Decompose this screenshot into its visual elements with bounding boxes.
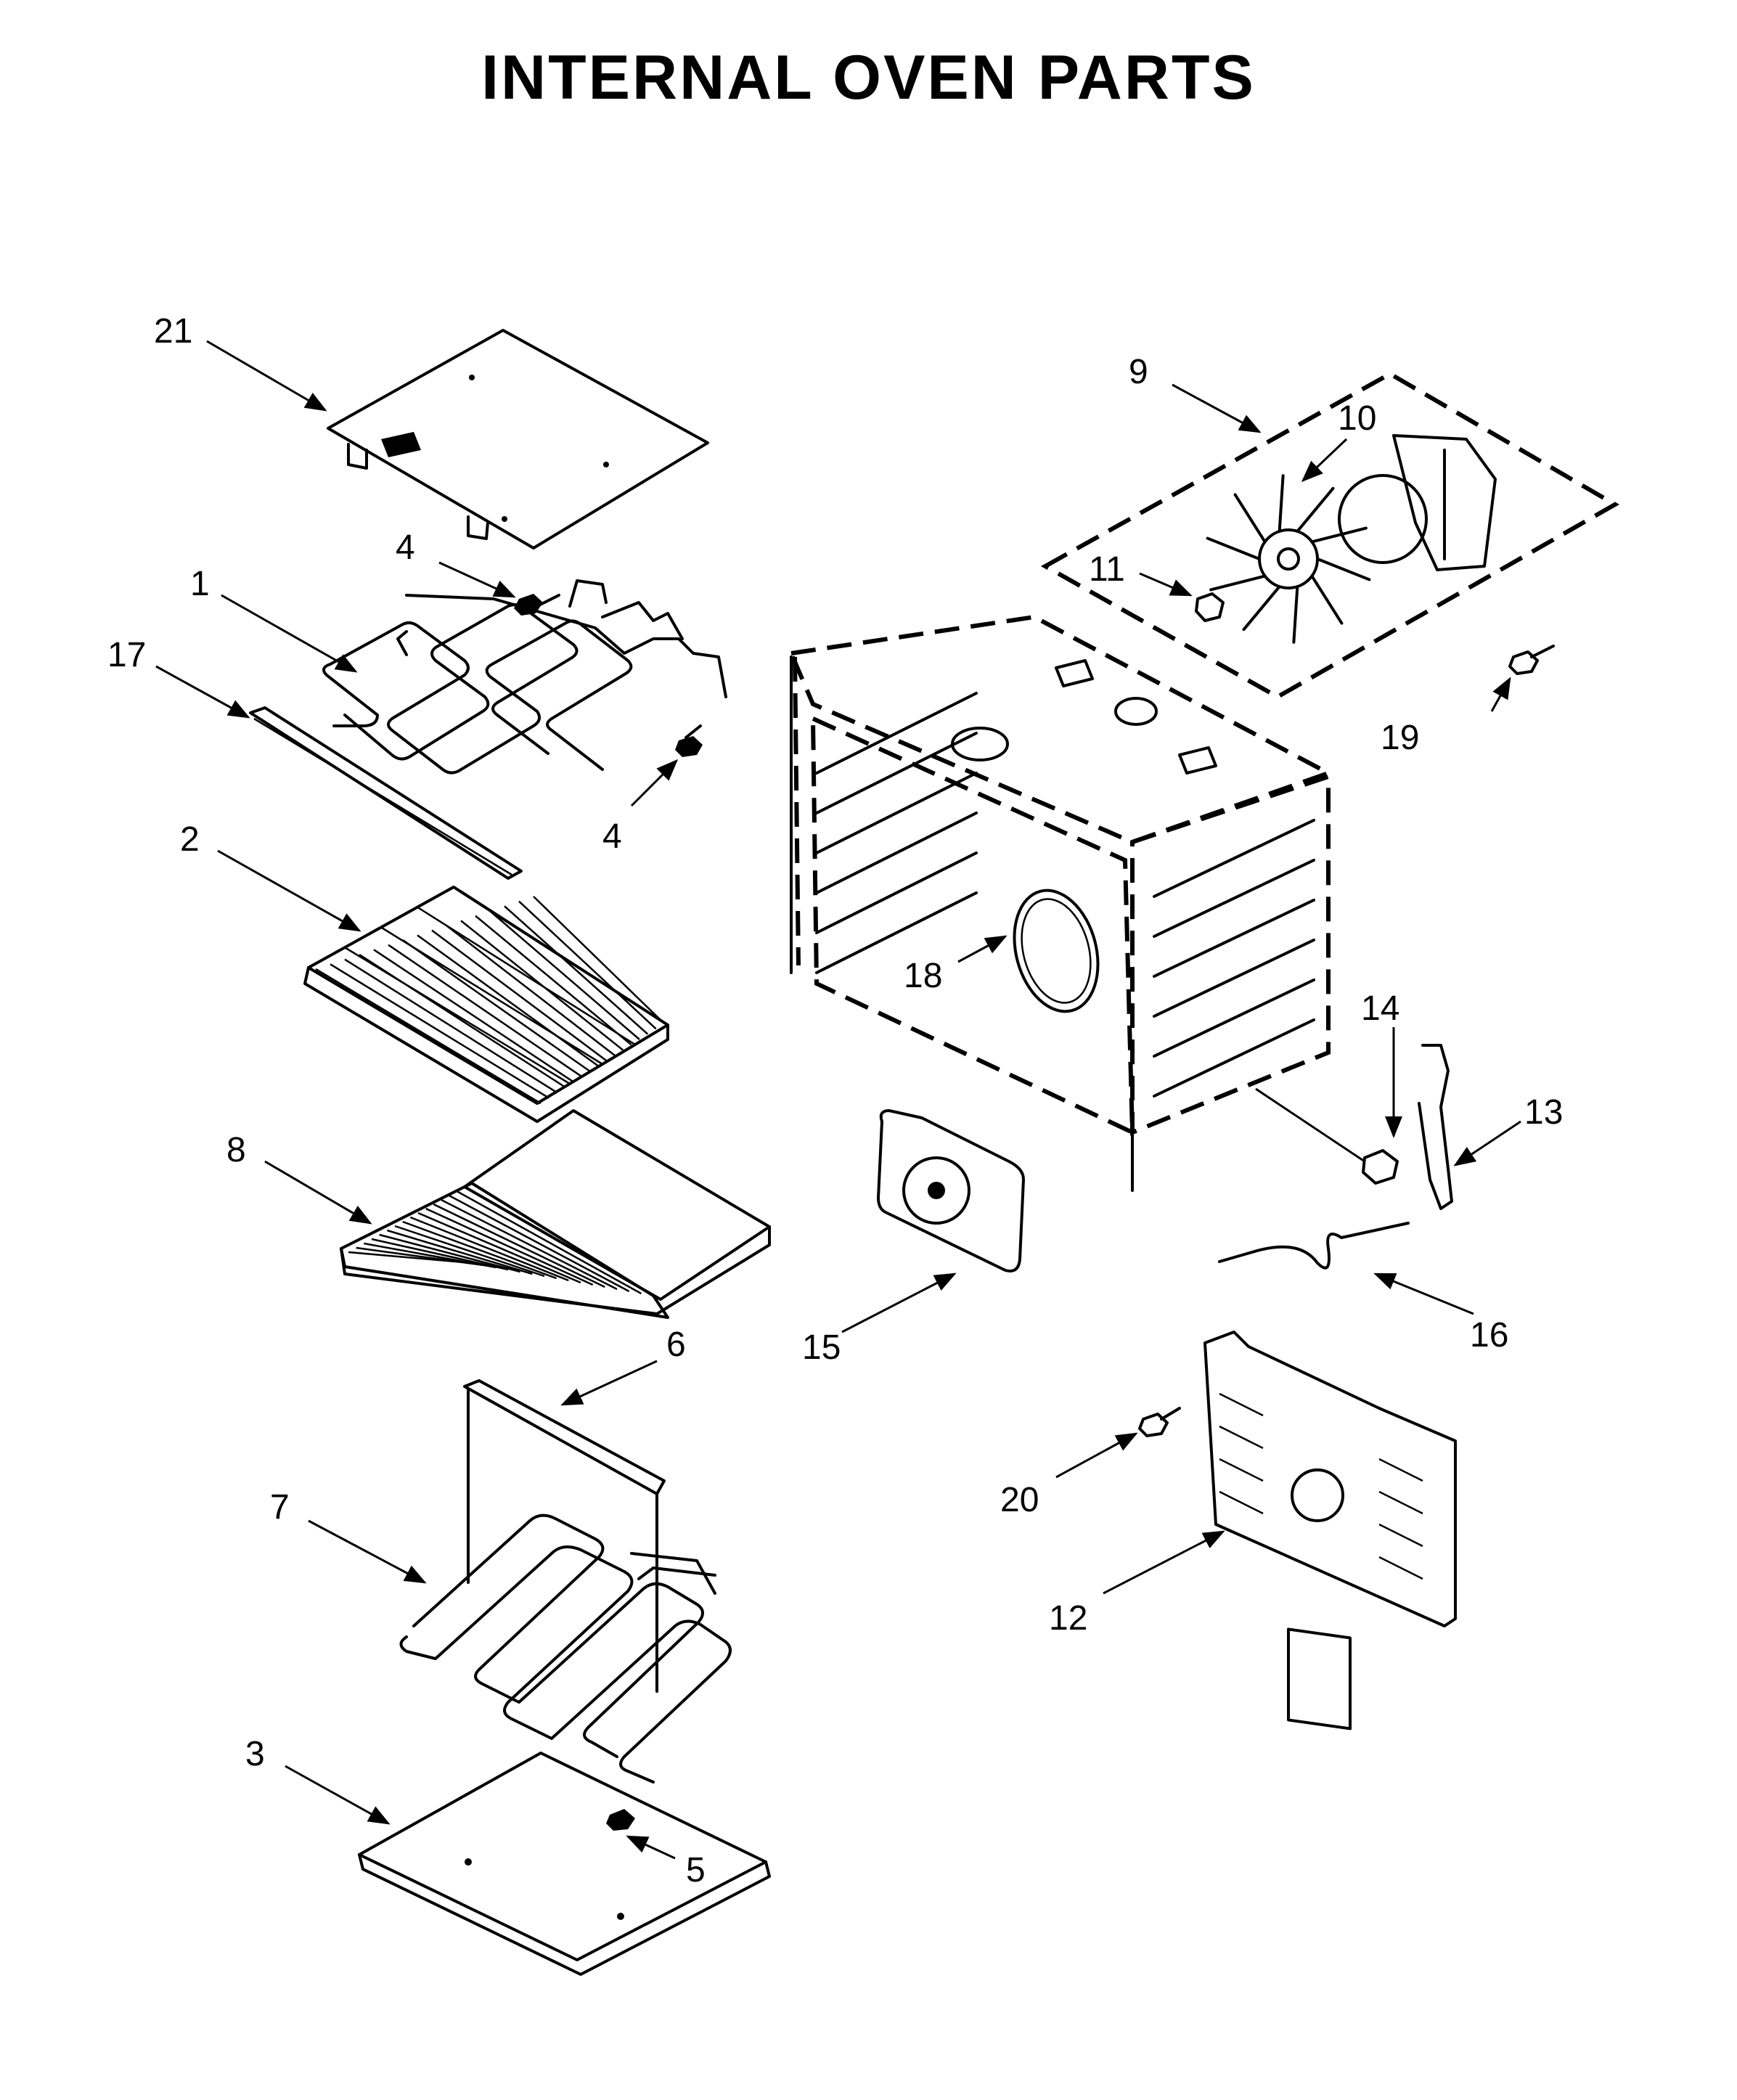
part-6-shield [463,1379,666,1693]
callout-1: 1 [190,565,210,603]
part-13-sensor [1418,1044,1453,1210]
callout-17: 17 [107,636,146,674]
callout-10: 10 [1338,399,1376,438]
part-20-screw [1138,1407,1181,1437]
part-3-bottom-panel [358,1752,771,1976]
callout-6: 6 [666,1325,686,1364]
callout-16: 16 [1470,1316,1508,1355]
part-9-fan-assembly-region [1040,371,1620,700]
page-title: INTERNAL OVEN PARTS [481,43,1256,113]
callout-11: 11 [1089,550,1125,589]
callout-labels: 21 4 1 17 4 2 8 6 7 3 5 9 10 11 19 18 14… [107,312,1563,1889]
part-11-nut [1195,592,1225,622]
callout-5: 5 [686,1851,706,1889]
part-8-roller-rack [340,1109,771,1319]
callout-7: 7 [270,1488,290,1527]
callout-14: 14 [1361,989,1399,1028]
part-4-screw-upper [514,594,560,616]
callout-2: 2 [180,820,200,859]
callout-13: 13 [1524,1093,1563,1132]
callout-21: 21 [154,312,192,351]
part-18-fan-ring [1013,888,1100,1013]
leader-lines [155,340,1521,1860]
callout-18: 18 [904,957,942,995]
callout-4-upper: 4 [396,528,415,567]
part-15-fan-cover [877,1109,1025,1272]
part-12-rear-panel [1203,1331,1457,1731]
part-14-nut [1362,1149,1399,1185]
part-16-temperature-probe [1218,1222,1410,1270]
oven-cavity [788,614,1334,1192]
callout-12: 12 [1049,1599,1087,1638]
part-7-bake-element [399,1513,732,1784]
callout-4-lower: 4 [602,817,622,856]
part-19-screw [1508,645,1555,675]
callout-9: 9 [1129,353,1148,391]
callout-20: 20 [1000,1481,1039,1519]
part-10-fan-blade [1206,474,1371,644]
part-2-oven-rack [303,886,669,1123]
callout-15: 15 [802,1328,841,1367]
fan-motor [1338,434,1497,571]
part-4-screw-lower [675,724,703,757]
callout-19: 19 [1381,719,1419,757]
callout-8: 8 [226,1131,246,1169]
callout-3: 3 [245,1735,265,1773]
part-21-top-panel [327,329,709,549]
part-17-trim-strip [249,706,523,880]
